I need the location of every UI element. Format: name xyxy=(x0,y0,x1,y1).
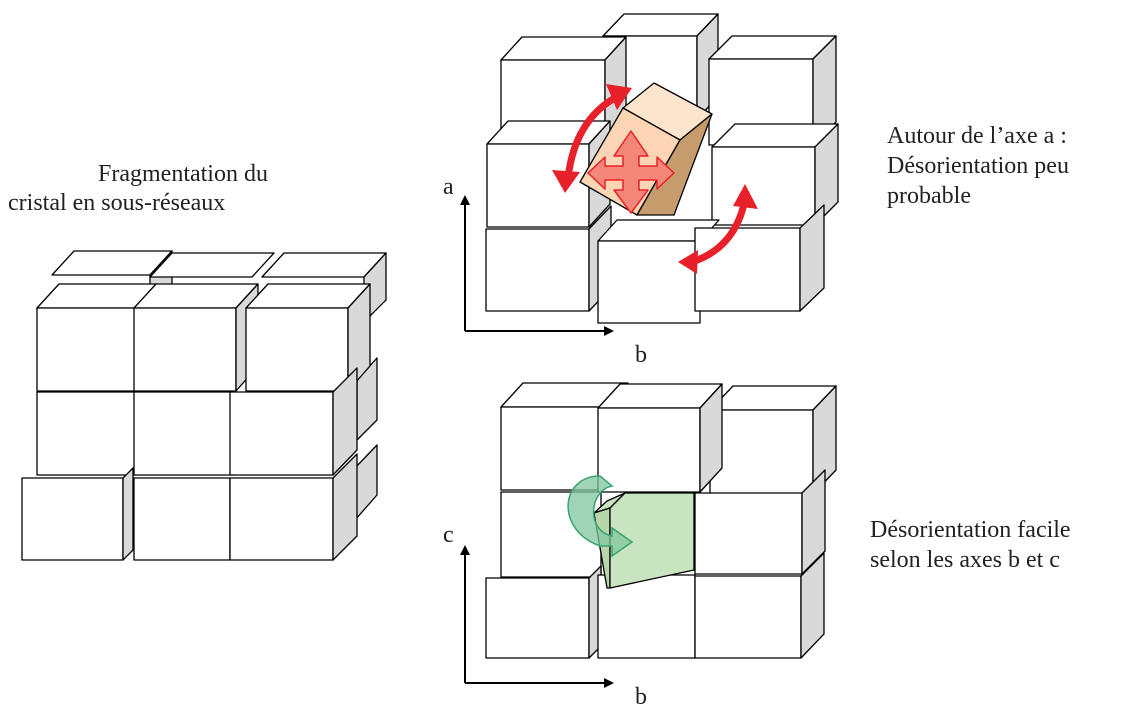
cube xyxy=(485,565,602,659)
bottom-note-line1: Désorientation facile xyxy=(870,517,1071,543)
cube xyxy=(694,469,826,575)
cube xyxy=(694,552,825,659)
move-arrows-icon xyxy=(587,130,675,214)
top-note-line1: Autour de l’axe a : xyxy=(887,123,1067,149)
tilted-cube xyxy=(593,492,695,589)
cube xyxy=(709,385,837,495)
cube xyxy=(711,123,839,226)
cube xyxy=(597,383,723,493)
cube xyxy=(500,36,627,142)
left-caption-line2: cristal en sous-réseaux xyxy=(8,190,226,216)
top-note-line3: probable xyxy=(887,183,971,209)
cube xyxy=(229,453,358,561)
red-rotation-arrow-bottom xyxy=(678,184,758,274)
bottom-axis-c-label: c xyxy=(443,522,454,548)
top-note-line2: Désorientation peu xyxy=(887,153,1069,179)
cube xyxy=(597,219,720,324)
bottom-panel-cubes xyxy=(485,382,837,659)
cube xyxy=(694,204,825,312)
bottom-note-line2: selon les axes b et c xyxy=(870,547,1060,573)
cube xyxy=(36,283,158,392)
cube xyxy=(36,391,136,476)
red-rotation-arrow-top xyxy=(552,84,632,193)
cube xyxy=(21,467,134,561)
left-cube-stack xyxy=(21,250,387,561)
cube xyxy=(597,574,696,659)
cube xyxy=(229,367,358,476)
top-panel-cubes xyxy=(485,13,839,324)
top-axis-a-label: a xyxy=(443,174,454,200)
bottom-axes xyxy=(460,545,614,688)
cube xyxy=(500,382,629,491)
cube xyxy=(245,283,371,392)
back-cube xyxy=(149,252,275,278)
cube xyxy=(133,283,259,392)
green-rotation-arrow xyxy=(567,475,634,558)
cube xyxy=(133,477,231,561)
bottom-axis-b-label: b xyxy=(635,684,647,710)
left-caption-line1: Fragmentation du xyxy=(98,161,268,187)
cube-side-face xyxy=(354,444,378,521)
top-axis-b-label: b xyxy=(635,342,647,368)
cube xyxy=(133,391,235,476)
top-axes xyxy=(460,195,614,336)
